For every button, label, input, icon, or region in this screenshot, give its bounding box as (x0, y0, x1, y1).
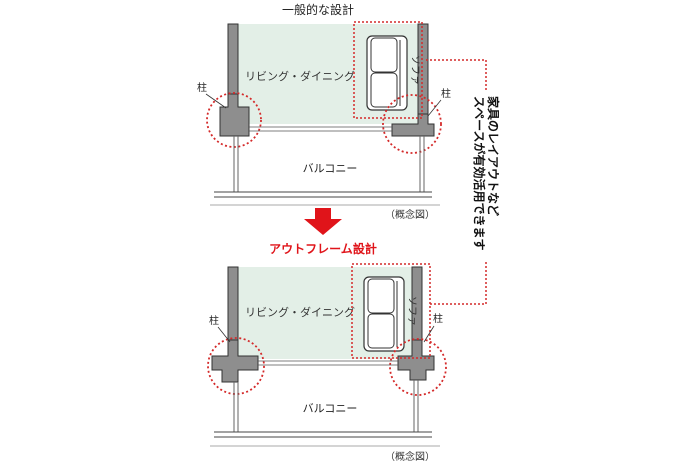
sofa-label: ソファ (409, 55, 420, 85)
sofa-area-highlight (353, 21, 423, 119)
balcony-label: バルコニー (303, 162, 358, 175)
right-pillar-label: 柱 (441, 87, 451, 100)
right-pillar (397, 339, 435, 381)
concept-note: （概念図） (385, 208, 435, 221)
left-pillar-label: 柱 (209, 314, 219, 327)
right-pillar-leader (423, 325, 435, 343)
left-wall (227, 23, 239, 95)
outframe-design-section: アウトフレーム設計 リビング・ダイニング ソファ 柱 柱 (207, 241, 447, 463)
left-pillar-label: 柱 (197, 81, 207, 94)
right-pillar-circle (382, 94, 442, 154)
sofa (366, 35, 408, 111)
callout-text-line-2: スペースが有効活用できます (472, 96, 487, 251)
right-pillar-circle (389, 338, 447, 396)
living-dining-label: リビング・ダイニング (245, 305, 355, 319)
right-pillar (391, 113, 435, 137)
callout-connector-bottom (430, 262, 487, 305)
sofa-label: ソファ (406, 296, 417, 326)
callout-text-line-1: 家具のレイアウトなど (486, 96, 501, 216)
left-pillar-leader (217, 326, 231, 343)
right-pillar-leader (427, 99, 442, 117)
standard-design-section: 一般的な設計 リビング・ダイニング ソファ 柱 柱 (197, 2, 451, 221)
callout: 家具のレイアウトなど スペースが有効活用できます (426, 59, 501, 305)
balcony-label: バルコニー (303, 402, 358, 415)
right-pillar-label: 柱 (433, 312, 443, 325)
sofa-area-highlight (351, 263, 431, 359)
sofa (363, 276, 405, 352)
living-dining-label: リビング・ダイニング (245, 69, 355, 83)
concept-note: （概念図） (385, 450, 435, 463)
left-pillar (219, 93, 250, 137)
outframe-design-title: アウトフレーム設計 (269, 241, 377, 256)
left-wall (227, 266, 239, 341)
standard-design-title: 一般的な設計 (282, 2, 354, 17)
down-arrow-icon (304, 208, 342, 235)
left-pillar-leader (205, 93, 227, 109)
left-pillar-circle (207, 337, 265, 395)
callout-connector-top (426, 59, 487, 90)
